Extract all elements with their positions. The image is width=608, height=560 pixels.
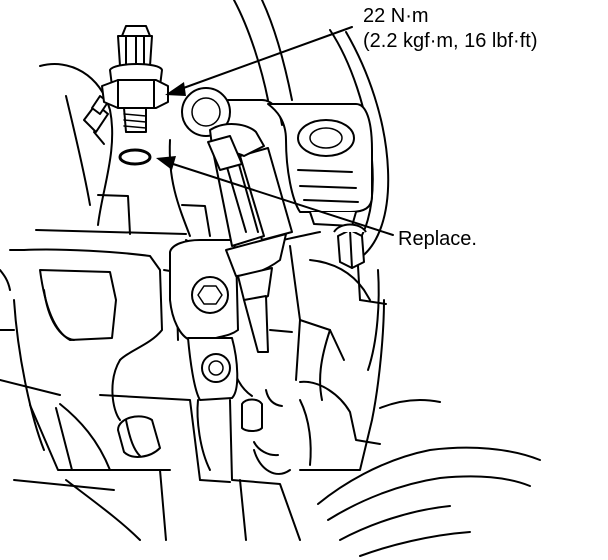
o-ring-washer: [118, 148, 152, 166]
hex-bolt: [333, 223, 367, 269]
sensor-bracket: [169, 239, 239, 401]
torque-spec-units: (2.2 kgf·m, 16 lbf·ft): [363, 30, 538, 52]
oil-pressure-switch: [101, 25, 169, 133]
torque-leader: [165, 26, 353, 96]
torque-spec-label: 22 N·m: [363, 5, 429, 27]
vertical-sensor: [207, 123, 293, 353]
drain-plug: [117, 398, 263, 458]
replace-leader: [156, 156, 394, 236]
engine-block: [0, 63, 541, 557]
solenoid-housing: [267, 103, 373, 227]
replace-label: Replace.: [398, 228, 477, 250]
